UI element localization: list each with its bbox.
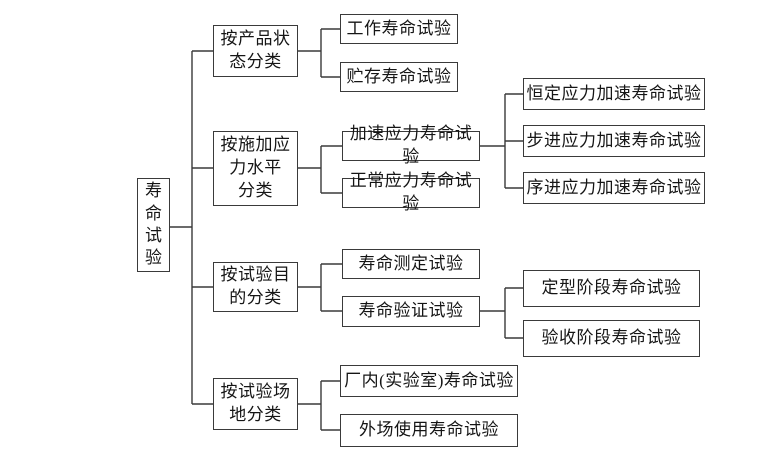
node-life-measurement-test: 寿命测定试验 xyxy=(342,249,480,279)
node-classify-by-test-site: 按试验场 地分类 xyxy=(213,378,298,430)
trunk-connector xyxy=(170,50,213,405)
node-qualification-stage-life-test: 定型阶段寿命试验 xyxy=(523,270,700,307)
node-step-stress-accelerated-life-test: 步进应力加速寿命试验 xyxy=(523,125,705,157)
node-in-plant-laboratory-life-test: 厂内(实验室)寿命试验 xyxy=(340,365,518,397)
node-accelerated-stress-life-test: 加速应力寿命试验 xyxy=(342,124,480,166)
node-storage-life-test: 贮存寿命试验 xyxy=(340,62,458,92)
node-life-verification-test: 寿命验证试验 xyxy=(342,296,480,327)
node-classify-by-product-state: 按产品状 态分类 xyxy=(213,25,298,77)
node-field-use-life-test: 外场使用寿命试验 xyxy=(340,414,518,447)
group1-connector xyxy=(298,28,340,78)
group3-connector xyxy=(298,263,342,312)
node-classify-by-stress-level: 按施加应 力水平 分类 xyxy=(213,131,298,206)
group2-connector xyxy=(298,145,342,194)
life-verification-connector xyxy=(480,287,523,339)
node-normal-stress-life-test: 正常应力寿命试验 xyxy=(342,171,480,213)
node-acceptance-stage-life-test: 验收阶段寿命试验 xyxy=(523,320,700,357)
accelerated-stress-connector xyxy=(480,93,523,189)
group4-connector xyxy=(298,380,340,431)
node-progressive-stress-accelerated-life-test: 序进应力加速寿命试验 xyxy=(523,172,705,204)
node-constant-stress-accelerated-life-test: 恒定应力加速寿命试验 xyxy=(523,78,705,110)
node-working-life-test: 工作寿命试验 xyxy=(340,14,458,44)
node-classify-by-test-purpose: 按试验目 的分类 xyxy=(213,262,298,312)
node-life-test: 寿命试验 xyxy=(137,178,170,272)
